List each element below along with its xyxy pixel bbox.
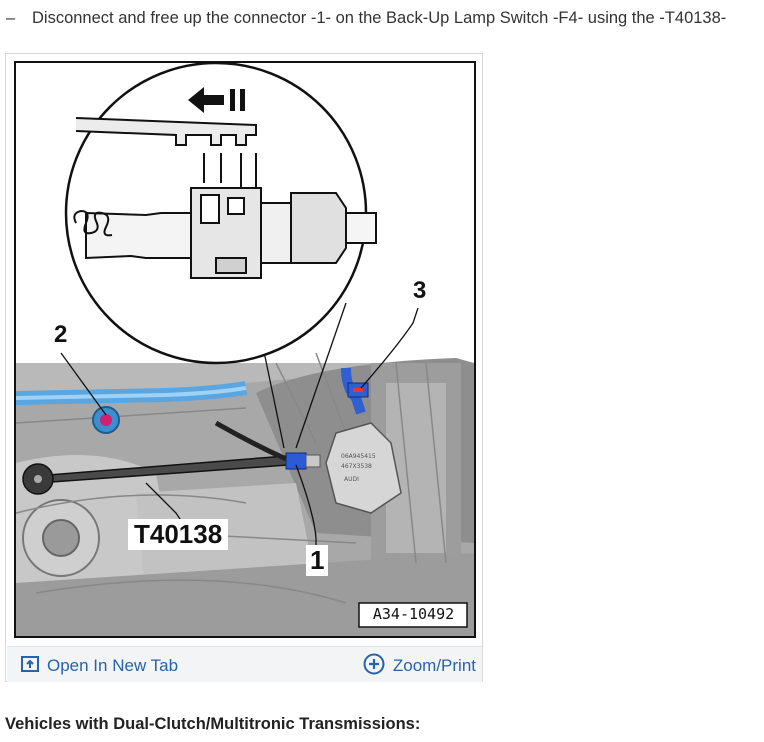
zoom-print-label: Zoom/Print	[392, 656, 476, 675]
section-heading: Vehicles with Dual-Clutch/Multitronic Tr…	[5, 715, 421, 733]
figure-id: A34-10492	[372, 605, 455, 623]
callout-label-1: 1	[306, 545, 329, 576]
svg-text:06A945415: 06A945415	[341, 453, 376, 460]
step-bullet: –	[6, 9, 16, 27]
zoom-plus-icon	[363, 653, 385, 680]
open-new-tab-icon	[21, 655, 39, 677]
callout-label-2: 2	[54, 321, 68, 348]
figure-toolbar: Open In New Tab Zoom/Print	[7, 646, 482, 682]
instruction-step: –Disconnect and free up the connector -1…	[6, 9, 764, 28]
open-in-new-tab-button[interactable]: Open In New Tab	[21, 655, 178, 677]
callout-label-3: 3	[413, 277, 427, 304]
svg-text:AUDI: AUDI	[344, 476, 359, 483]
tool-label: T40138	[128, 519, 229, 550]
step-text: Disconnect and free up the connector -1-…	[32, 9, 727, 27]
svg-text:467X3538: 467X3538	[341, 463, 372, 470]
open-in-new-tab-label: Open In New Tab	[47, 656, 179, 675]
zoom-print-button[interactable]: Zoom/Print	[363, 653, 476, 680]
